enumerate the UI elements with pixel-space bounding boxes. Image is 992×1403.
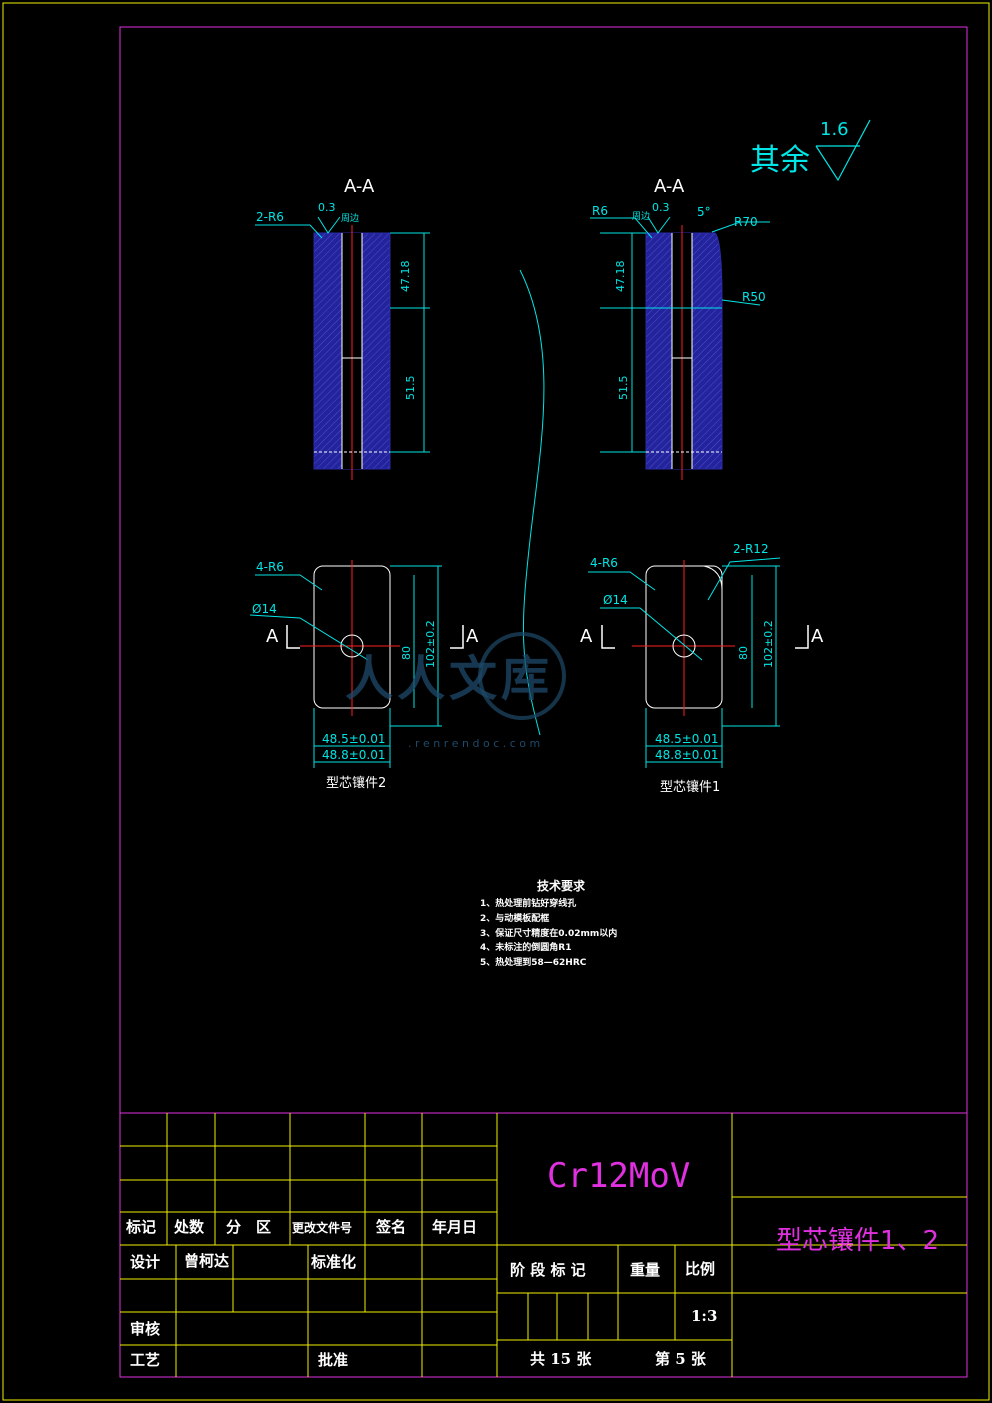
header-count: 处数 — [174, 1218, 205, 1236]
inner-frame — [119, 26, 968, 1378]
roughness-symbol — [815, 119, 871, 182]
break-line — [519, 269, 545, 736]
p1-name: 型芯镶件1 — [660, 780, 721, 795]
p1-height-inner: 80 — [737, 646, 750, 660]
p1-radius: R6 — [592, 204, 608, 218]
label-approve: 批准 — [318, 1351, 349, 1369]
tech-item-5: 5、热处理到58—62HRC — [480, 958, 587, 968]
section-label-left: A-A — [344, 176, 375, 197]
header-sign: 签名 — [376, 1218, 407, 1236]
p1-dim-lower: 51.5 — [617, 375, 630, 401]
watermark-ring — [478, 632, 566, 720]
watermark-text: 人人文库 — [345, 651, 554, 707]
p1-height-outer: 102±0.2 — [762, 620, 775, 668]
tech-item-4: 4、未标注的倒圆角R1 — [480, 943, 572, 953]
section-mark-4: A — [811, 626, 824, 647]
p2-dim-upper: 47.18 — [399, 260, 412, 293]
label-stage: 阶 段 标 记 — [510, 1261, 586, 1279]
label-process: 工艺 — [130, 1351, 161, 1369]
label-weight: 重量 — [630, 1261, 661, 1279]
designer-name: 曾柯达 — [184, 1252, 230, 1270]
label-standard: 标准化 — [311, 1253, 357, 1271]
material: Cr12MoV — [547, 1156, 691, 1196]
header-date: 年月日 — [432, 1218, 478, 1236]
p1-radius-mid: R50 — [742, 290, 766, 304]
tech-item-2: 2、与动模板配框 — [480, 914, 550, 924]
section-mark-2: A — [466, 626, 479, 647]
section-view-part1 — [590, 216, 770, 480]
p1-angle: 5° — [697, 205, 711, 219]
tech-item-1: 1、热处理前钻好穿线孔 — [480, 899, 577, 909]
plan-view-part1 — [588, 557, 809, 768]
section-view-part2 — [255, 216, 430, 480]
p1-edge: 周边 — [632, 212, 651, 222]
p2-width-inner: 48.5±0.01 — [322, 732, 386, 746]
label-design: 设计 — [130, 1253, 161, 1271]
drawing-name: 型芯镶件1、2 — [776, 1226, 940, 1256]
plan-view-part2 — [249, 560, 464, 768]
roughness-note: 其余 — [750, 143, 810, 178]
title-block — [120, 1112, 967, 1377]
total-sheets: 共 15 张 — [530, 1350, 592, 1368]
section-mark-3: A — [580, 626, 593, 647]
p1-width-outer: 48.8±0.01 — [655, 748, 719, 762]
label-scale: 比例 — [685, 1260, 716, 1278]
label-check: 审核 — [130, 1320, 161, 1338]
header-doc: 更改文件号 — [292, 1221, 353, 1235]
p2-dim-lower: 51.5 — [404, 375, 417, 401]
p1-corner2: 2-R12 — [733, 542, 769, 556]
tech-item-3: 3、保证尺寸精度在0.02mm以内 — [480, 929, 618, 939]
sheet-number: 第 5 张 — [655, 1350, 706, 1368]
header-mark: 标记 — [126, 1218, 157, 1236]
p1-corner: 4-R6 — [590, 556, 618, 570]
p2-name: 型芯镶件2 — [326, 776, 387, 791]
p1-rough: 0.3 — [652, 201, 670, 214]
section-label-right: A-A — [654, 176, 685, 197]
p1-radius-big: R70 — [734, 215, 758, 229]
p2-width-outer: 48.8±0.01 — [322, 748, 386, 762]
tech-title: 技术要求 — [537, 879, 586, 893]
p2-rough: 0.3 — [318, 201, 336, 214]
p1-width-inner: 48.5±0.01 — [655, 732, 719, 746]
p1-hole: Ø14 — [603, 593, 628, 607]
p2-hole: Ø14 — [252, 602, 277, 616]
header-zone: 分 区 — [226, 1218, 272, 1236]
roughness-value: 1.6 — [820, 119, 849, 140]
p2-radius: 2-R6 — [256, 210, 284, 224]
watermark-url: . r e n r e n d o c . c o m — [408, 737, 541, 750]
p1-dim-upper: 47.18 — [614, 260, 627, 293]
section-mark-1: A — [266, 626, 279, 647]
p2-edge: 周边 — [341, 214, 360, 224]
scale-value: 1:3 — [691, 1307, 718, 1325]
p2-corner: 4-R6 — [256, 560, 284, 574]
